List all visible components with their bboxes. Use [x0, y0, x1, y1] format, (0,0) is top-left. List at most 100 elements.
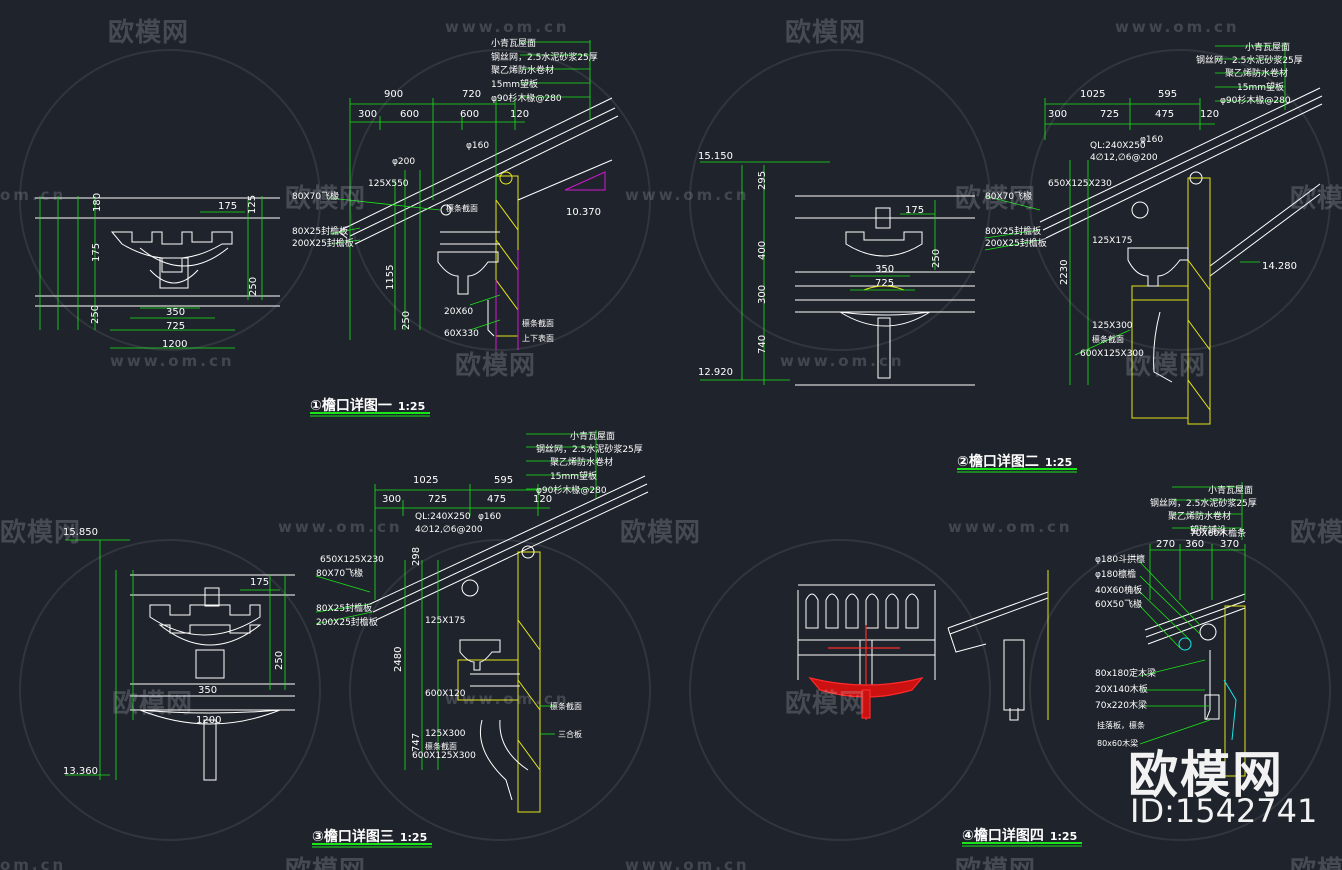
dimension-text: 475 [1155, 109, 1175, 120]
cad-label: φ180斗拱檩 [1095, 555, 1146, 565]
layer-note: 15mm望板 [550, 472, 597, 482]
cad-label: 檩条截面 [550, 702, 582, 711]
dimension-text: 1200 [162, 339, 188, 350]
cad-label: 250 [401, 310, 412, 330]
dimension-text: 725 [875, 278, 895, 289]
dimension-text: 175 [905, 205, 925, 216]
cad-label: 80X25封檐板 [316, 604, 373, 614]
watermark-url: om.cn [0, 186, 67, 204]
detail-1-front-view [35, 197, 280, 307]
cad-label: 1155 [385, 264, 396, 290]
detail-1-front-dims [39, 196, 263, 349]
dimension-text: 720 [462, 89, 482, 100]
watermark-url: www.om.cn [625, 186, 750, 204]
cad-label: 60X330 [444, 329, 479, 339]
cad-label: 20X140木板 [1095, 685, 1148, 695]
watermark-url: www.om.cn [780, 352, 905, 370]
detail-2-section-dims [984, 42, 1286, 385]
cad-label: 10.370 [566, 207, 601, 218]
cad-label: QL:240X250 [415, 512, 471, 522]
layer-note: 钢丝网，2.5水泥砂浆25厚 [1150, 499, 1257, 509]
detail-3-front-dims [65, 539, 286, 780]
cad-label: 600X125X300 [1080, 349, 1144, 359]
watermark-brand: 欧模网 [785, 689, 867, 719]
cad-label: 70x220木梁 [1095, 701, 1147, 711]
dimension-text: 250 [274, 650, 285, 670]
cad-label: 125X550 [368, 179, 409, 189]
cad-label: 2230 [1059, 259, 1070, 285]
watermark-brand: 欧模网 [955, 850, 1036, 870]
layer-note: 钢丝网，2.5水泥砂浆25厚 [491, 53, 598, 63]
watermark-brand: 欧模网 [1290, 850, 1342, 870]
cad-label: 298 [411, 546, 422, 566]
layer-note: 小青瓦屋面 [1208, 486, 1254, 496]
dimension-text: 175 [218, 201, 238, 212]
cad-label: 檩条截面 [446, 204, 478, 213]
dimension-text: 350 [166, 307, 186, 318]
dimension-text: 475 [487, 494, 507, 505]
dimension-text: 600 [400, 109, 420, 120]
cad-label: 300 [757, 284, 768, 304]
dimension-text: 175 [91, 242, 102, 262]
dimension-text: 125 [247, 194, 258, 214]
detail-2-front-dims [700, 161, 936, 385]
cad-label: 80X25封檐板 [985, 227, 1042, 237]
dimension-text: 1200 [196, 715, 222, 726]
cad-label: 60X50飞椽 [1095, 600, 1143, 610]
watermark-brand: 欧模网 [1290, 518, 1342, 548]
cad-label: 295 [757, 170, 768, 190]
watermark-brand: 欧模网 [620, 518, 702, 548]
watermark-brand: 欧模网 [455, 351, 537, 381]
cad-label: 200X25封檐板 [316, 618, 378, 628]
cad-label: 80X70飞椽 [316, 569, 364, 579]
watermark-url: www.om.cn [445, 18, 570, 36]
dimension-text: 600 [460, 109, 480, 120]
cad-label: 14.280 [1262, 261, 1297, 272]
dimension-text: 725 [166, 321, 186, 332]
cad-label: φ160 [466, 141, 490, 151]
cad-label: φ160 [478, 512, 502, 522]
cad-label: 400 [757, 240, 768, 260]
cad-label: φ200 [392, 157, 416, 167]
cad-label: 125X175 [1092, 236, 1133, 246]
detail-4-eave-side [947, 570, 1049, 721]
cad-label: φ160 [1140, 135, 1164, 145]
detail-3-section [369, 475, 649, 813]
cad-label: 600X120 [425, 689, 466, 699]
dimension-text: 595 [1158, 89, 1178, 100]
detail-3-section-dims [315, 430, 597, 770]
watermark-brand: 欧模网 [0, 518, 82, 548]
dimension-text: 300 [1048, 109, 1068, 120]
dimension-text: 270 [1156, 539, 1176, 550]
dimension-text: 900 [384, 89, 404, 100]
cad-label: 125X175 [425, 616, 466, 626]
dimension-text: 1025 [413, 475, 439, 486]
cad-label: 200X25封檐板 [985, 239, 1047, 249]
brand-logo-text: 欧模网 [1128, 746, 1284, 804]
dimension-text: 350 [198, 685, 218, 696]
layer-note: 钢丝网，2.5水泥砂浆25厚 [1196, 56, 1303, 66]
cad-label: 747 [411, 732, 422, 752]
detail-4-dims [1139, 482, 1246, 745]
cad-label: 4∅12,∅6@200 [415, 525, 483, 535]
watermark-url: www.om.cn [445, 690, 570, 708]
cad-label: 20X60 [444, 307, 474, 317]
layer-note: 小青瓦屋面 [1245, 43, 1291, 53]
layer-note: φ90杉木椽@280 [491, 94, 562, 104]
watermark-url: www.om.cn [1115, 18, 1240, 36]
cad-label: 80x180定木梁 [1095, 669, 1156, 679]
cad-label: 15.150 [698, 151, 733, 162]
cad-label: 4∅12,∅6@200 [1090, 153, 1158, 163]
watermark-brand: 欧模网 [1290, 184, 1342, 214]
cad-label: φ180檩檐 [1095, 570, 1137, 580]
layer-note: 望砖铺设 [1190, 526, 1227, 536]
dimension-text: 725 [428, 494, 448, 505]
cad-label: 檩条截面 [1092, 335, 1124, 344]
layer-note: 钢丝网，2.5水泥砂浆25厚 [536, 445, 643, 455]
cad-label: 40X60桷板 [1095, 586, 1143, 596]
dimension-text: 120 [510, 109, 530, 120]
brand-id: ID:1542741 [1130, 792, 1318, 830]
